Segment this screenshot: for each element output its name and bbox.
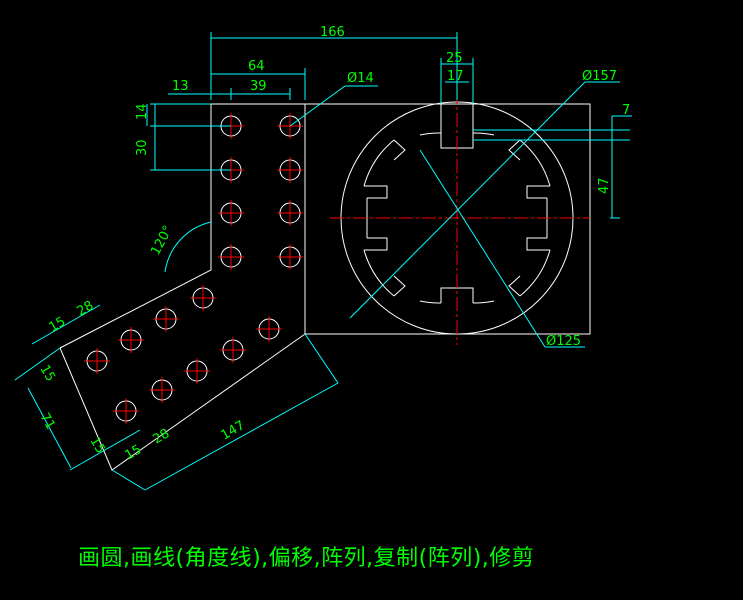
dim-line-71 — [27, 387, 72, 469]
hole-group — [84, 113, 303, 424]
dim-text-15d: 15 — [123, 442, 145, 463]
caption-text: 画圆,画线(角度线),偏移,阵列,复制(阵列),修剪 — [78, 546, 535, 571]
angle-arc-120 — [164, 221, 212, 273]
dim-text-14: 14 — [135, 103, 150, 120]
dim-line-147 — [144, 382, 339, 491]
dim-text-39: 39 — [250, 79, 267, 94]
dim-line-15-28b — [69, 429, 141, 471]
center-lines — [330, 90, 590, 345]
dim-text-dia125: Ø125 — [546, 334, 581, 349]
ext-line-147b — [304, 333, 339, 384]
leader-dia14 — [289, 85, 346, 127]
vertical-plate-outline — [59, 104, 212, 349]
ext-line-147a — [111, 469, 146, 491]
dim-text-15b: 15 — [37, 363, 58, 385]
dim-text-30: 30 — [135, 139, 150, 156]
dim-text-47: 47 — [597, 177, 612, 194]
leader-dia157 — [349, 81, 586, 319]
dim-text-13: 13 — [172, 79, 189, 94]
dim-text-25: 25 — [446, 51, 463, 66]
dim-text-dia157: Ø157 — [582, 69, 617, 84]
dimension-lines — [14, 32, 632, 491]
dim-line-15-28 — [31, 304, 101, 345]
dim-text-64: 64 — [248, 59, 265, 74]
dim-text-15c: 15 — [87, 435, 108, 457]
dim-text-15a: 15 — [47, 314, 69, 335]
ext-line-arm-a — [14, 347, 61, 381]
dim-text-166: 166 — [320, 25, 345, 40]
dim-text-71: 71 — [37, 411, 58, 433]
dim-text-dia14: Ø14 — [347, 71, 374, 86]
dim-text-7: 7 — [622, 103, 630, 118]
dim-text-28b: 28 — [151, 426, 173, 447]
leader-dia125 — [419, 149, 546, 348]
dim-text-28a: 28 — [75, 298, 97, 319]
dim-text-17: 17 — [447, 69, 464, 84]
